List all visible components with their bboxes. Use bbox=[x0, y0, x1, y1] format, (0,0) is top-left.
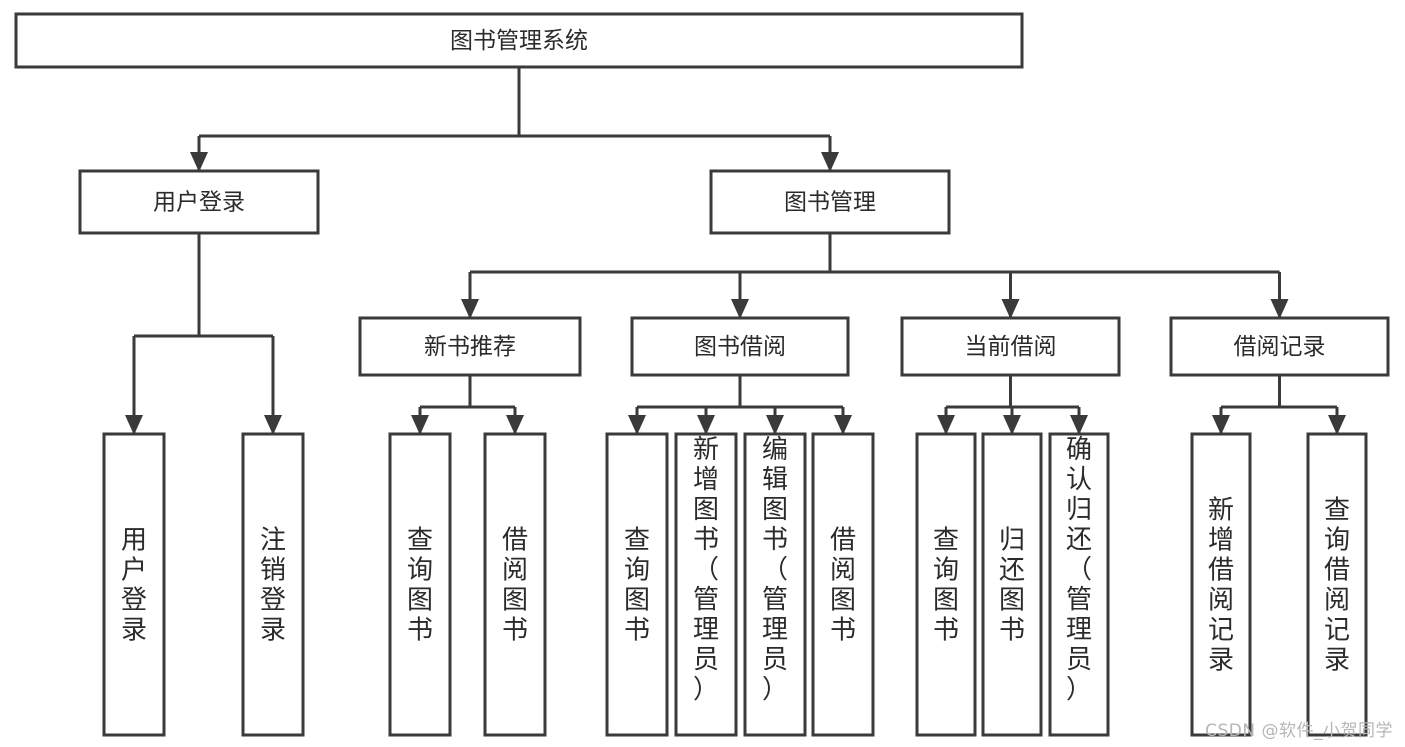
node-root[interactable]: 图书管理系统 bbox=[14, 12, 1024, 69]
node-leaf-add-book[interactable]: 新增图书（管理员） bbox=[674, 432, 738, 737]
node-label: 用户登录 bbox=[121, 526, 147, 646]
node-leaf-query-book-1[interactable]: 查询图书 bbox=[388, 432, 452, 737]
node-leaf-logout[interactable]: 注销登录 bbox=[241, 432, 305, 737]
node-label: 查询借阅记录 bbox=[1324, 496, 1350, 676]
node-box bbox=[1306, 432, 1368, 737]
node-box bbox=[14, 12, 1024, 69]
node-box bbox=[1048, 432, 1110, 737]
node-box bbox=[483, 432, 547, 737]
node-leaf-borrow-book-1[interactable]: 借阅图书 bbox=[483, 432, 547, 737]
node-box bbox=[811, 432, 875, 737]
node-label: 当前借阅 bbox=[965, 334, 1057, 360]
node-box bbox=[981, 432, 1043, 737]
node-leaf-confirm-return[interactable]: 确认归还（管理员） bbox=[1048, 432, 1110, 737]
node-label: 图书管理 bbox=[784, 190, 876, 216]
node-box bbox=[102, 432, 166, 737]
node-leaf-add-record[interactable]: 新增借阅记录 bbox=[1190, 432, 1252, 737]
connector-layer bbox=[125, 67, 1346, 435]
node-leaf-borrow-book-2[interactable]: 借阅图书 bbox=[811, 432, 875, 737]
node-label: 图书管理系统 bbox=[450, 28, 588, 54]
node-label: 用户登录 bbox=[153, 190, 245, 216]
node-book-borrow[interactable]: 图书借阅 bbox=[630, 316, 850, 377]
node-layer: 图书管理系统用户登录图书管理新书推荐图书借阅当前借阅借阅记录用户登录注销登录查询… bbox=[14, 12, 1390, 737]
node-label: 查询图书 bbox=[624, 526, 650, 646]
node-box bbox=[709, 169, 951, 235]
node-box bbox=[1190, 432, 1252, 737]
node-label: 借阅图书 bbox=[502, 526, 528, 646]
node-box bbox=[900, 316, 1121, 377]
node-label: 注销登录 bbox=[260, 526, 286, 646]
node-borrow-record[interactable]: 借阅记录 bbox=[1169, 316, 1390, 377]
node-label: 新增借阅记录 bbox=[1208, 496, 1234, 676]
node-box bbox=[605, 432, 669, 737]
node-label: 确认归还（管理员） bbox=[1066, 435, 1092, 705]
node-label: 新增图书（管理员） bbox=[693, 435, 719, 705]
node-label: 借阅记录 bbox=[1234, 334, 1326, 360]
node-label: 图书借阅 bbox=[694, 334, 786, 360]
node-label: 借阅图书 bbox=[830, 526, 856, 646]
node-leaf-query-book-2[interactable]: 查询图书 bbox=[605, 432, 669, 737]
node-label: 查询图书 bbox=[933, 526, 959, 646]
node-book-manage[interactable]: 图书管理 bbox=[709, 169, 951, 235]
node-box bbox=[743, 432, 807, 737]
node-label: 归还图书 bbox=[999, 526, 1025, 646]
node-label: 新书推荐 bbox=[424, 334, 516, 360]
node-leaf-query-record[interactable]: 查询借阅记录 bbox=[1306, 432, 1368, 737]
node-label: 编辑图书（管理员） bbox=[762, 435, 788, 705]
node-box bbox=[1169, 316, 1390, 377]
node-box bbox=[358, 316, 582, 377]
node-label: 查询图书 bbox=[407, 526, 433, 646]
node-leaf-return-book[interactable]: 归还图书 bbox=[981, 432, 1043, 737]
node-box bbox=[388, 432, 452, 737]
node-current-borrow[interactable]: 当前借阅 bbox=[900, 316, 1121, 377]
node-box bbox=[674, 432, 738, 737]
node-box bbox=[78, 169, 320, 235]
node-box bbox=[915, 432, 977, 737]
node-leaf-query-book-3[interactable]: 查询图书 bbox=[915, 432, 977, 737]
node-box bbox=[241, 432, 305, 737]
node-box bbox=[630, 316, 850, 377]
node-leaf-user-login[interactable]: 用户登录 bbox=[102, 432, 166, 737]
node-new-book-rec[interactable]: 新书推荐 bbox=[358, 316, 582, 377]
node-leaf-edit-book[interactable]: 编辑图书（管理员） bbox=[743, 432, 807, 737]
node-user-login[interactable]: 用户登录 bbox=[78, 169, 320, 235]
